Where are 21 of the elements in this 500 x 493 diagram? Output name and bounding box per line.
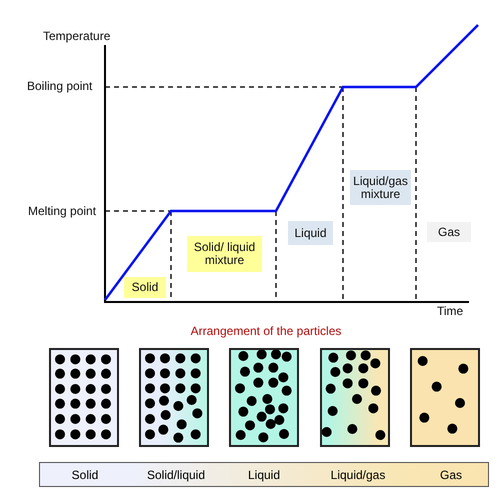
phase-label: Solid/ liquid mixture xyxy=(187,236,262,272)
legend-bar xyxy=(39,462,489,487)
particle-container xyxy=(410,348,480,447)
state-label: Liquid/gas xyxy=(330,468,386,482)
axis-title: Temperature xyxy=(43,29,110,43)
phase-label: Solid xyxy=(124,277,166,298)
particle-container xyxy=(320,348,390,447)
particle-container xyxy=(139,348,209,447)
state-label: Gas xyxy=(440,468,462,482)
section-heading: Arrangement of the particles xyxy=(190,324,342,338)
axis-label: Melting point xyxy=(28,204,96,218)
state-label: Liquid xyxy=(248,468,280,482)
particle-container xyxy=(229,348,299,447)
state-label: Solid/liquid xyxy=(146,468,206,482)
phase-label: Gas xyxy=(427,222,471,242)
phase-label: Liquid/gas mixture xyxy=(350,170,411,205)
phase-label: Liquid xyxy=(288,221,333,245)
particle-container xyxy=(49,348,119,447)
state-label: Solid xyxy=(72,468,98,482)
axis-label: Boiling point xyxy=(27,79,92,93)
axis-title: Time xyxy=(437,304,464,318)
